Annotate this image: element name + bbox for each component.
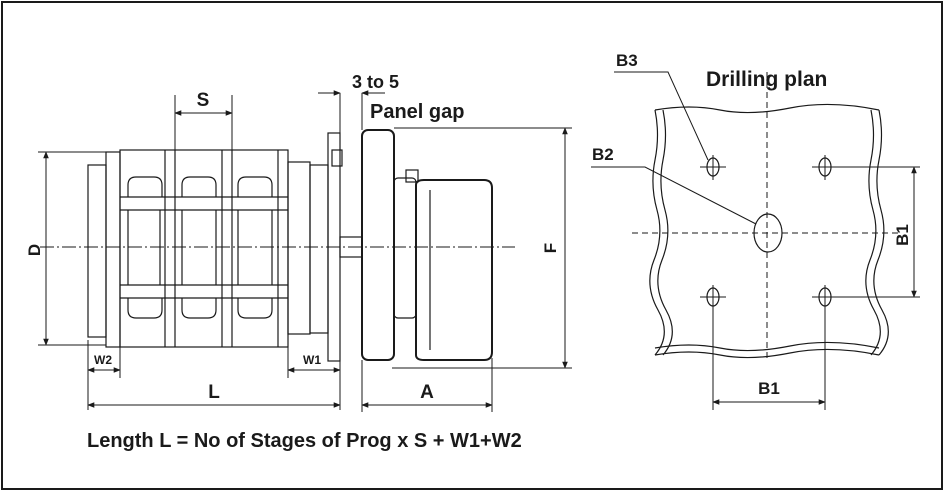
label-b1-vertical: B1 bbox=[893, 224, 912, 246]
label-w2: W2 bbox=[94, 353, 112, 367]
label-drilling-plan: Drilling plan bbox=[706, 68, 827, 91]
dimension-s bbox=[174, 95, 233, 150]
label-f: F bbox=[541, 243, 560, 253]
label-b1-horizontal: B1 bbox=[758, 379, 780, 398]
dimension-panel-gap bbox=[318, 90, 385, 133]
label-l: L bbox=[208, 382, 220, 403]
dimension-f bbox=[392, 127, 572, 369]
label-b3: B3 bbox=[616, 51, 638, 70]
length-formula: Length L = No of Stages of Prog x S + W1… bbox=[87, 430, 522, 452]
label-b2: B2 bbox=[592, 145, 614, 164]
dimension-d bbox=[38, 151, 106, 346]
label-3-to-5: 3 to 5 bbox=[352, 72, 399, 92]
dimension-w1 bbox=[287, 340, 341, 410]
label-d: D bbox=[25, 244, 44, 256]
dimension-w2 bbox=[87, 340, 121, 410]
label-panel-gap: Panel gap bbox=[370, 101, 464, 123]
label-a: A bbox=[420, 382, 434, 403]
dimension-a bbox=[361, 358, 493, 412]
switch-side-view bbox=[40, 129, 515, 362]
label-w1: W1 bbox=[303, 353, 321, 367]
drilling-plan-panel bbox=[591, 71, 920, 410]
label-s: S bbox=[197, 90, 210, 111]
